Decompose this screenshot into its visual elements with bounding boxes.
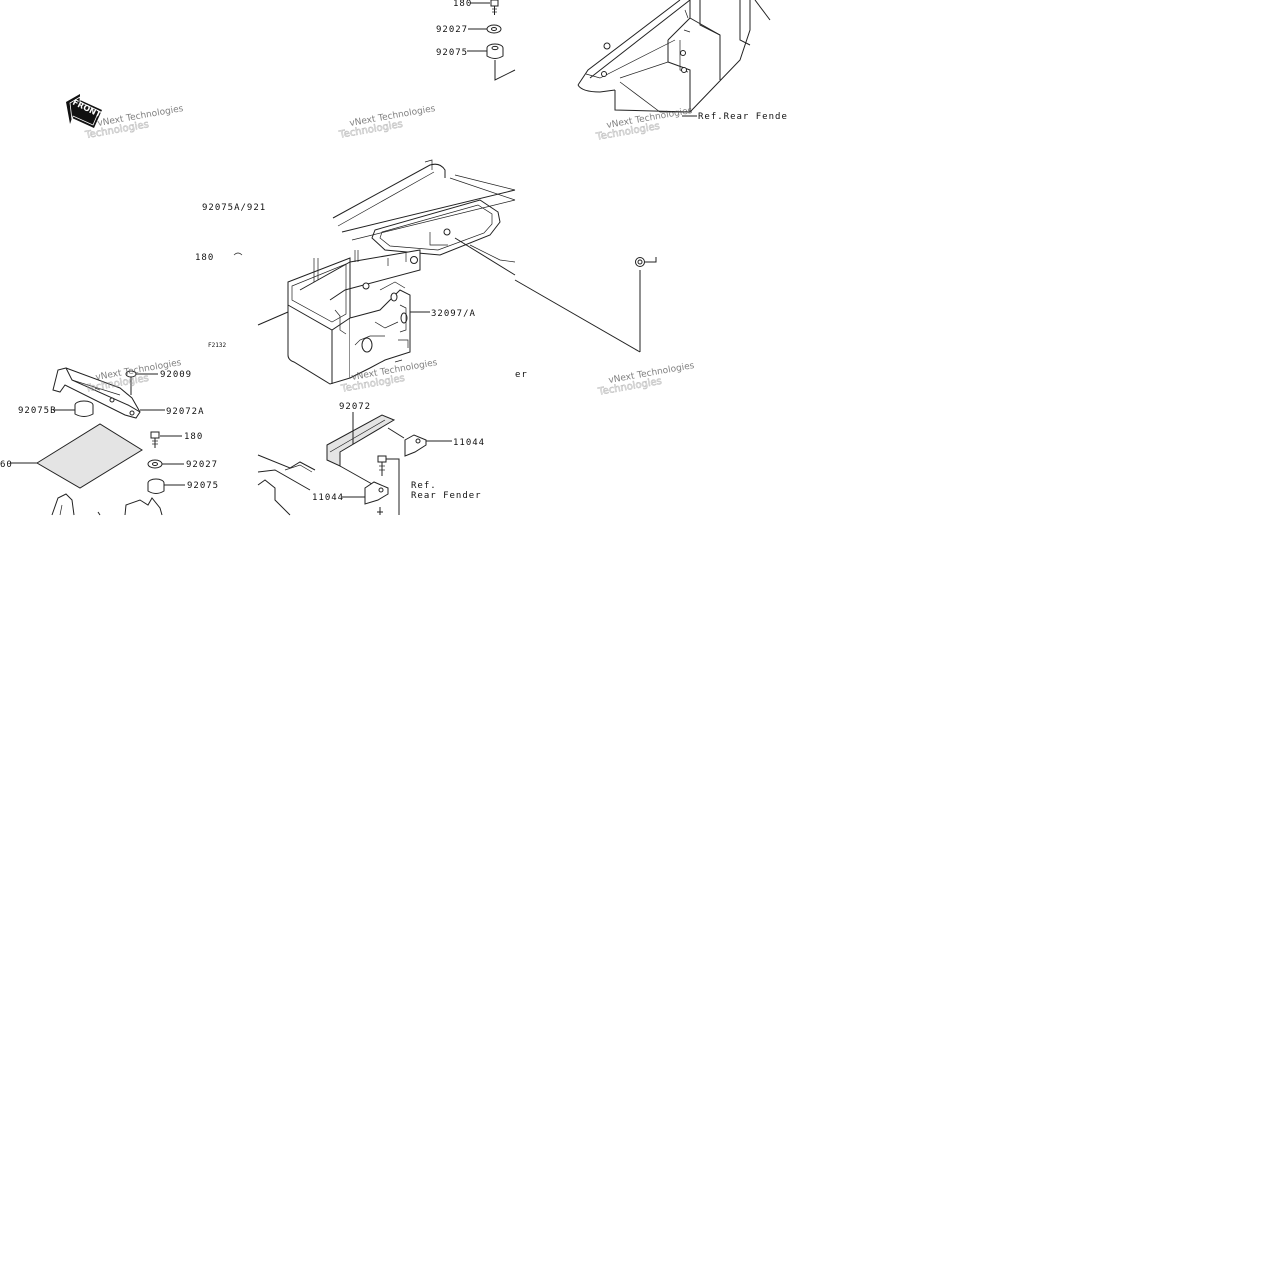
callout-ref: Ref. xyxy=(411,481,437,491)
callout-92075a: 92075A/921 xyxy=(202,203,266,213)
callout-92072: 92072 xyxy=(339,402,371,412)
battery-case-assembly xyxy=(233,159,641,385)
callout-er-fragment: er xyxy=(515,370,528,380)
callout-labels: 180 92027 92075 Ref.Rear Fende 92075A/92… xyxy=(0,0,788,503)
callout-180-top: 180 xyxy=(453,0,472,9)
watermark-3: Technologies vNext Technologies xyxy=(594,106,693,143)
callout-60: 60 xyxy=(0,460,13,470)
callout-32097a: 32097/A xyxy=(431,309,476,319)
callout-180-low: 180 xyxy=(184,432,203,442)
callout-92075-top: 92075 xyxy=(436,48,468,58)
callout-11044-right: 11044 xyxy=(453,438,485,448)
callout-92027-low: 92027 xyxy=(186,460,218,470)
holddown-bracket-assembly xyxy=(10,367,185,516)
callout-ref-rear-fender-top: Ref.Rear Fende xyxy=(698,112,788,122)
top-fastener-stack xyxy=(467,0,516,81)
callout-92075b: 92075B xyxy=(18,406,57,416)
right-nut-assembly xyxy=(635,257,657,352)
callout-92027-top: 92027 xyxy=(436,25,468,35)
callout-180-mid: 180 xyxy=(195,253,214,263)
callout-92072a: 92072A xyxy=(166,407,205,417)
watermark-2: Technologies vNext Technologies xyxy=(337,104,436,141)
watermark-6: Technologies vNext Technologies xyxy=(596,361,695,398)
callout-f2132: F2132 xyxy=(208,342,226,349)
callout-92009: 92009 xyxy=(160,370,192,380)
top-right-tray xyxy=(577,0,771,117)
callout-rear-fender: Rear Fender xyxy=(411,491,482,501)
callout-11044-left: 11044 xyxy=(312,493,344,503)
strap-assembly xyxy=(257,412,452,516)
callout-92075-low: 92075 xyxy=(187,481,219,491)
